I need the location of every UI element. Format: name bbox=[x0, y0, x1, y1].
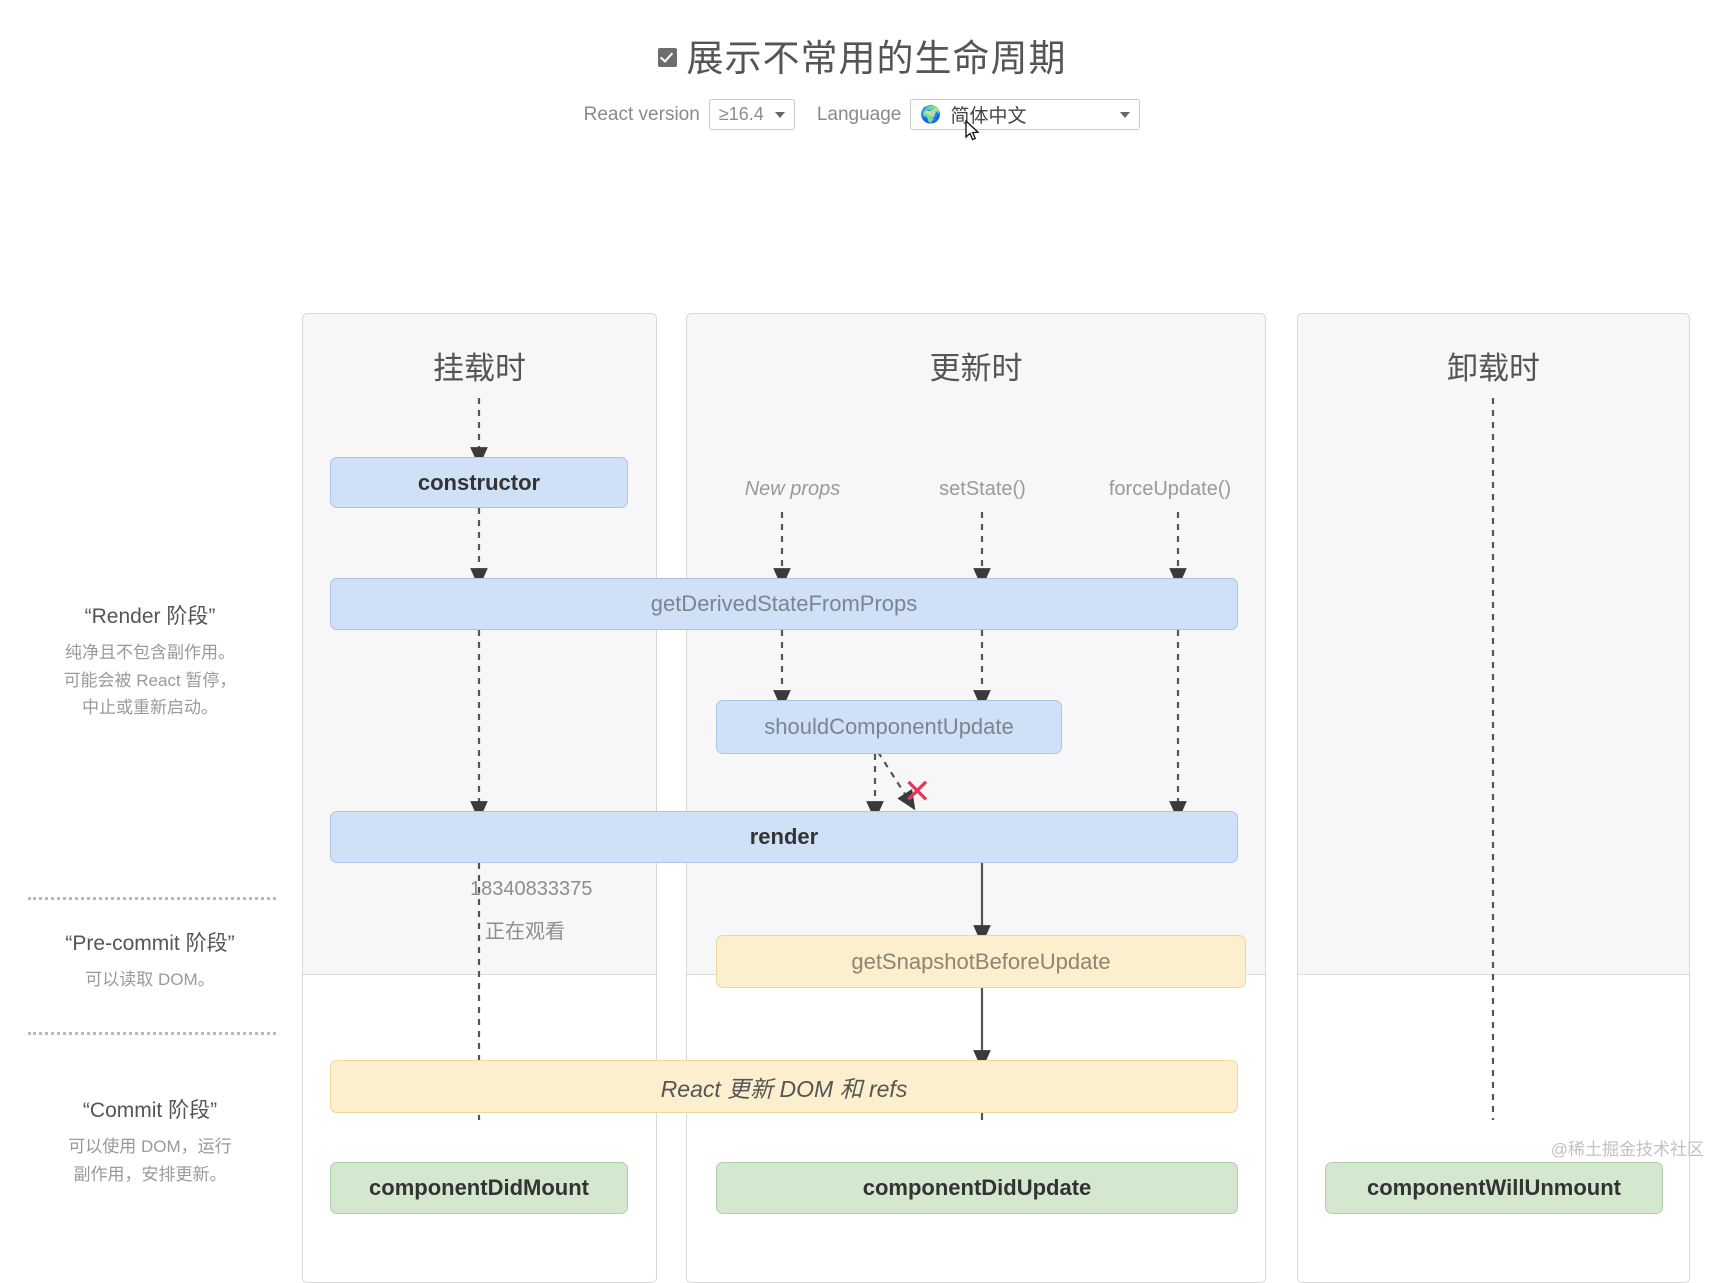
language-control: Language 🌍 简体中文 bbox=[817, 99, 1141, 130]
legend-precommit-phase: “Pre-commit 阶段” 可以读取 DOM。 bbox=[0, 927, 300, 994]
legend-line: 纯净且不包含副作用。 bbox=[65, 643, 235, 662]
box-component-did-mount[interactable]: componentDidMount bbox=[330, 1162, 628, 1214]
legend-line: 中止或重新启动。 bbox=[82, 698, 218, 718]
box-component-will-unmount[interactable]: componentWillUnmount bbox=[1325, 1162, 1663, 1214]
legend-description: 可以使用 DOM，运行 副作用，安排更新。 bbox=[0, 1133, 300, 1188]
column-update: 更新时 bbox=[686, 313, 1266, 1283]
show-uncommon-lifecycles-toggle[interactable]: 展示不常用的生命周期 bbox=[657, 28, 1067, 82]
box-constructor[interactable]: constructor bbox=[330, 457, 628, 508]
commit-band-unmount bbox=[1298, 974, 1689, 1282]
box-should-component-update[interactable]: shouldComponentUpdate bbox=[716, 700, 1062, 754]
legend-description: 可以读取 DOM。 bbox=[0, 966, 300, 994]
commit-band-mount bbox=[303, 974, 656, 1282]
commit-band-update bbox=[687, 974, 1265, 1282]
checkbox-checked-icon[interactable] bbox=[657, 47, 677, 67]
watermark: @稀土掘金技术社区 bbox=[1550, 1140, 1704, 1159]
legend-title: “Pre-commit 阶段” bbox=[65, 932, 235, 955]
column-title-unmount: 卸载时 bbox=[1447, 351, 1540, 386]
legend-description: 纯净且不包含副作用。 可能会被 React 暂停， 中止或重新启动。 bbox=[0, 639, 300, 722]
globe-icon: 🌍 bbox=[920, 105, 942, 124]
legend-render-phase: “Render 阶段” 纯净且不包含副作用。 可能会被 React 暂停， 中止… bbox=[0, 600, 300, 722]
language-value: 简体中文 bbox=[950, 106, 1027, 127]
chevron-down-icon bbox=[774, 111, 785, 118]
lifecycle-diagram: 挂载时 更新时 卸载时 “Render 阶段” 纯净且不包含副作用。 可能会被 … bbox=[0, 130, 1724, 1283]
language-label: Language bbox=[816, 103, 902, 125]
box-get-snapshot-before-update[interactable]: getSnapshotBeforeUpdate bbox=[716, 935, 1246, 988]
legend-line: 副作用，安排更新。 bbox=[73, 1164, 227, 1184]
overlay-phone-number: 18340833375 bbox=[470, 878, 593, 900]
chevron-down-icon bbox=[1120, 111, 1131, 118]
legend-title: “Render 阶段” bbox=[84, 605, 216, 628]
react-version-value: ≥16.4 bbox=[718, 104, 764, 124]
column-title-mount: 挂载时 bbox=[433, 351, 526, 386]
overlay-status-text: 正在观看 bbox=[485, 921, 565, 943]
phase-divider-top bbox=[28, 897, 276, 900]
phase-divider-bottom bbox=[28, 1032, 276, 1035]
legend-line: 可以读取 DOM。 bbox=[85, 970, 215, 989]
page-header: 展示不常用的生命周期 React version ≥16.4 Language … bbox=[0, 0, 1724, 130]
column-title-update: 更新时 bbox=[929, 351, 1023, 386]
legend-title: “Commit 阶段” bbox=[82, 1099, 218, 1122]
react-version-control: React version ≥16.4 bbox=[584, 99, 795, 130]
react-version-label: React version bbox=[583, 103, 700, 125]
skip-update-x-icon: ✕ bbox=[903, 773, 932, 811]
trigger-set-state: setState() bbox=[939, 478, 1026, 500]
page-title: 展示不常用的生命周期 bbox=[686, 38, 1067, 79]
header-controls: React version ≥16.4 Language 🌍 简体中文 bbox=[0, 99, 1724, 130]
box-component-did-update[interactable]: componentDidUpdate bbox=[716, 1162, 1238, 1214]
legend-commit-phase: “Commit 阶段” 可以使用 DOM，运行 副作用，安排更新。 bbox=[0, 1094, 300, 1188]
language-select[interactable]: 🌍 简体中文 bbox=[910, 99, 1141, 130]
box-get-derived-state-from-props[interactable]: getDerivedStateFromProps bbox=[330, 578, 1238, 630]
react-version-select[interactable]: ≥16.4 bbox=[708, 99, 795, 130]
legend-line: 可能会被 React 暂停， bbox=[63, 670, 237, 690]
box-react-updates-dom-and-refs[interactable]: React 更新 DOM 和 refs bbox=[330, 1060, 1238, 1113]
trigger-new-props: New props bbox=[744, 478, 841, 500]
trigger-force-update: forceUpdate() bbox=[1108, 478, 1232, 500]
box-render[interactable]: render bbox=[330, 811, 1238, 863]
legend-line: 可以使用 DOM，运行 bbox=[68, 1137, 232, 1156]
